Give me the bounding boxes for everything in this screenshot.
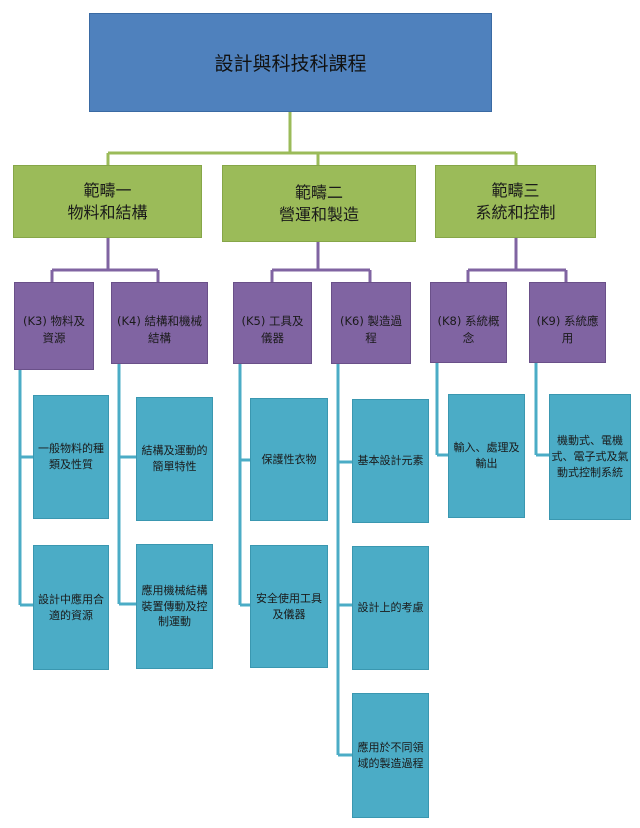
domain-node-2: 範疇二 營運和製造 <box>222 165 416 242</box>
topic-label: 一般物料的種 類及性質 <box>38 442 104 471</box>
knowledge-label: (K3) 物料及 資源 <box>23 314 85 346</box>
topic-node: 應用機械結構 裝置傳動及控 制運動 <box>136 544 213 669</box>
topic-node: 設計上的考慮 <box>352 546 429 670</box>
domain-node-3: 範疇三 系統和控制 <box>435 165 596 238</box>
topic-node: 一般物料的種 類及性質 <box>33 395 109 519</box>
topic-label: 安全使用工具 及儀器 <box>256 591 322 621</box>
knowledge-node-k4: (K4) 結構和機械 結構 <box>111 282 208 364</box>
topic-node: 基本設計元素 <box>352 399 429 523</box>
topic-label: 輸入、處理及 輸出 <box>453 441 520 470</box>
topic-node: 安全使用工具 及儀器 <box>250 545 328 668</box>
knowledge-node-k5: (K5) 工具及 儀器 <box>233 282 312 364</box>
domain-node-1: 範疇一 物料和結構 <box>13 165 202 238</box>
root-label: 設計與科技科課程 <box>214 53 367 75</box>
knowledge-node-k6: (K6) 製造過 程 <box>331 282 411 364</box>
knowledge-label: (K6) 製造過 程 <box>340 314 402 346</box>
topic-node: 結構及運動的 簡單特性 <box>136 397 213 521</box>
topic-node: 機動式、電機 式、電子式及氣 動式控制系統 <box>549 394 631 520</box>
topic-node: 應用於不同領 域的製造過程 <box>352 693 429 818</box>
domain-label: 範疇一 物料和結構 <box>67 180 148 222</box>
topic-label: 基本設計元素 <box>357 454 424 468</box>
knowledge-node-k3: (K3) 物料及 資源 <box>14 282 94 370</box>
topic-node: 設計中應用合 適的資源 <box>33 545 109 670</box>
knowledge-label: (K4) 結構和機械 結構 <box>117 314 202 346</box>
topic-node: 保護性衣物 <box>250 398 328 521</box>
knowledge-node-k9: (K9) 系統應 用 <box>529 282 606 363</box>
topic-node: 輸入、處理及 輸出 <box>448 394 525 518</box>
topic-label: 機動式、電機 式、電子式及氣 動式控制系統 <box>551 434 629 479</box>
knowledge-node-k8: (K8) 系統概 念 <box>430 282 507 363</box>
topic-label: 應用機械結構 裝置傳動及控 制運動 <box>141 583 208 629</box>
domain-label: 範疇三 系統和控制 <box>475 180 556 222</box>
domain-label: 範疇二 營運和製造 <box>278 182 359 224</box>
topic-label: 保護性衣物 <box>261 452 317 466</box>
root-node: 設計與科技科課程 <box>89 13 492 112</box>
knowledge-label: (K5) 工具及 儀器 <box>241 314 304 346</box>
knowledge-label: (K9) 系統應 用 <box>536 314 599 346</box>
topic-label: 應用於不同領 域的製造過程 <box>357 740 424 770</box>
topic-label: 設計上的考慮 <box>357 601 424 615</box>
knowledge-label: (K8) 系統概 念 <box>437 314 500 346</box>
topic-label: 結構及運動的 簡單特性 <box>141 444 208 473</box>
topic-label: 設計中應用合 適的資源 <box>38 592 104 622</box>
